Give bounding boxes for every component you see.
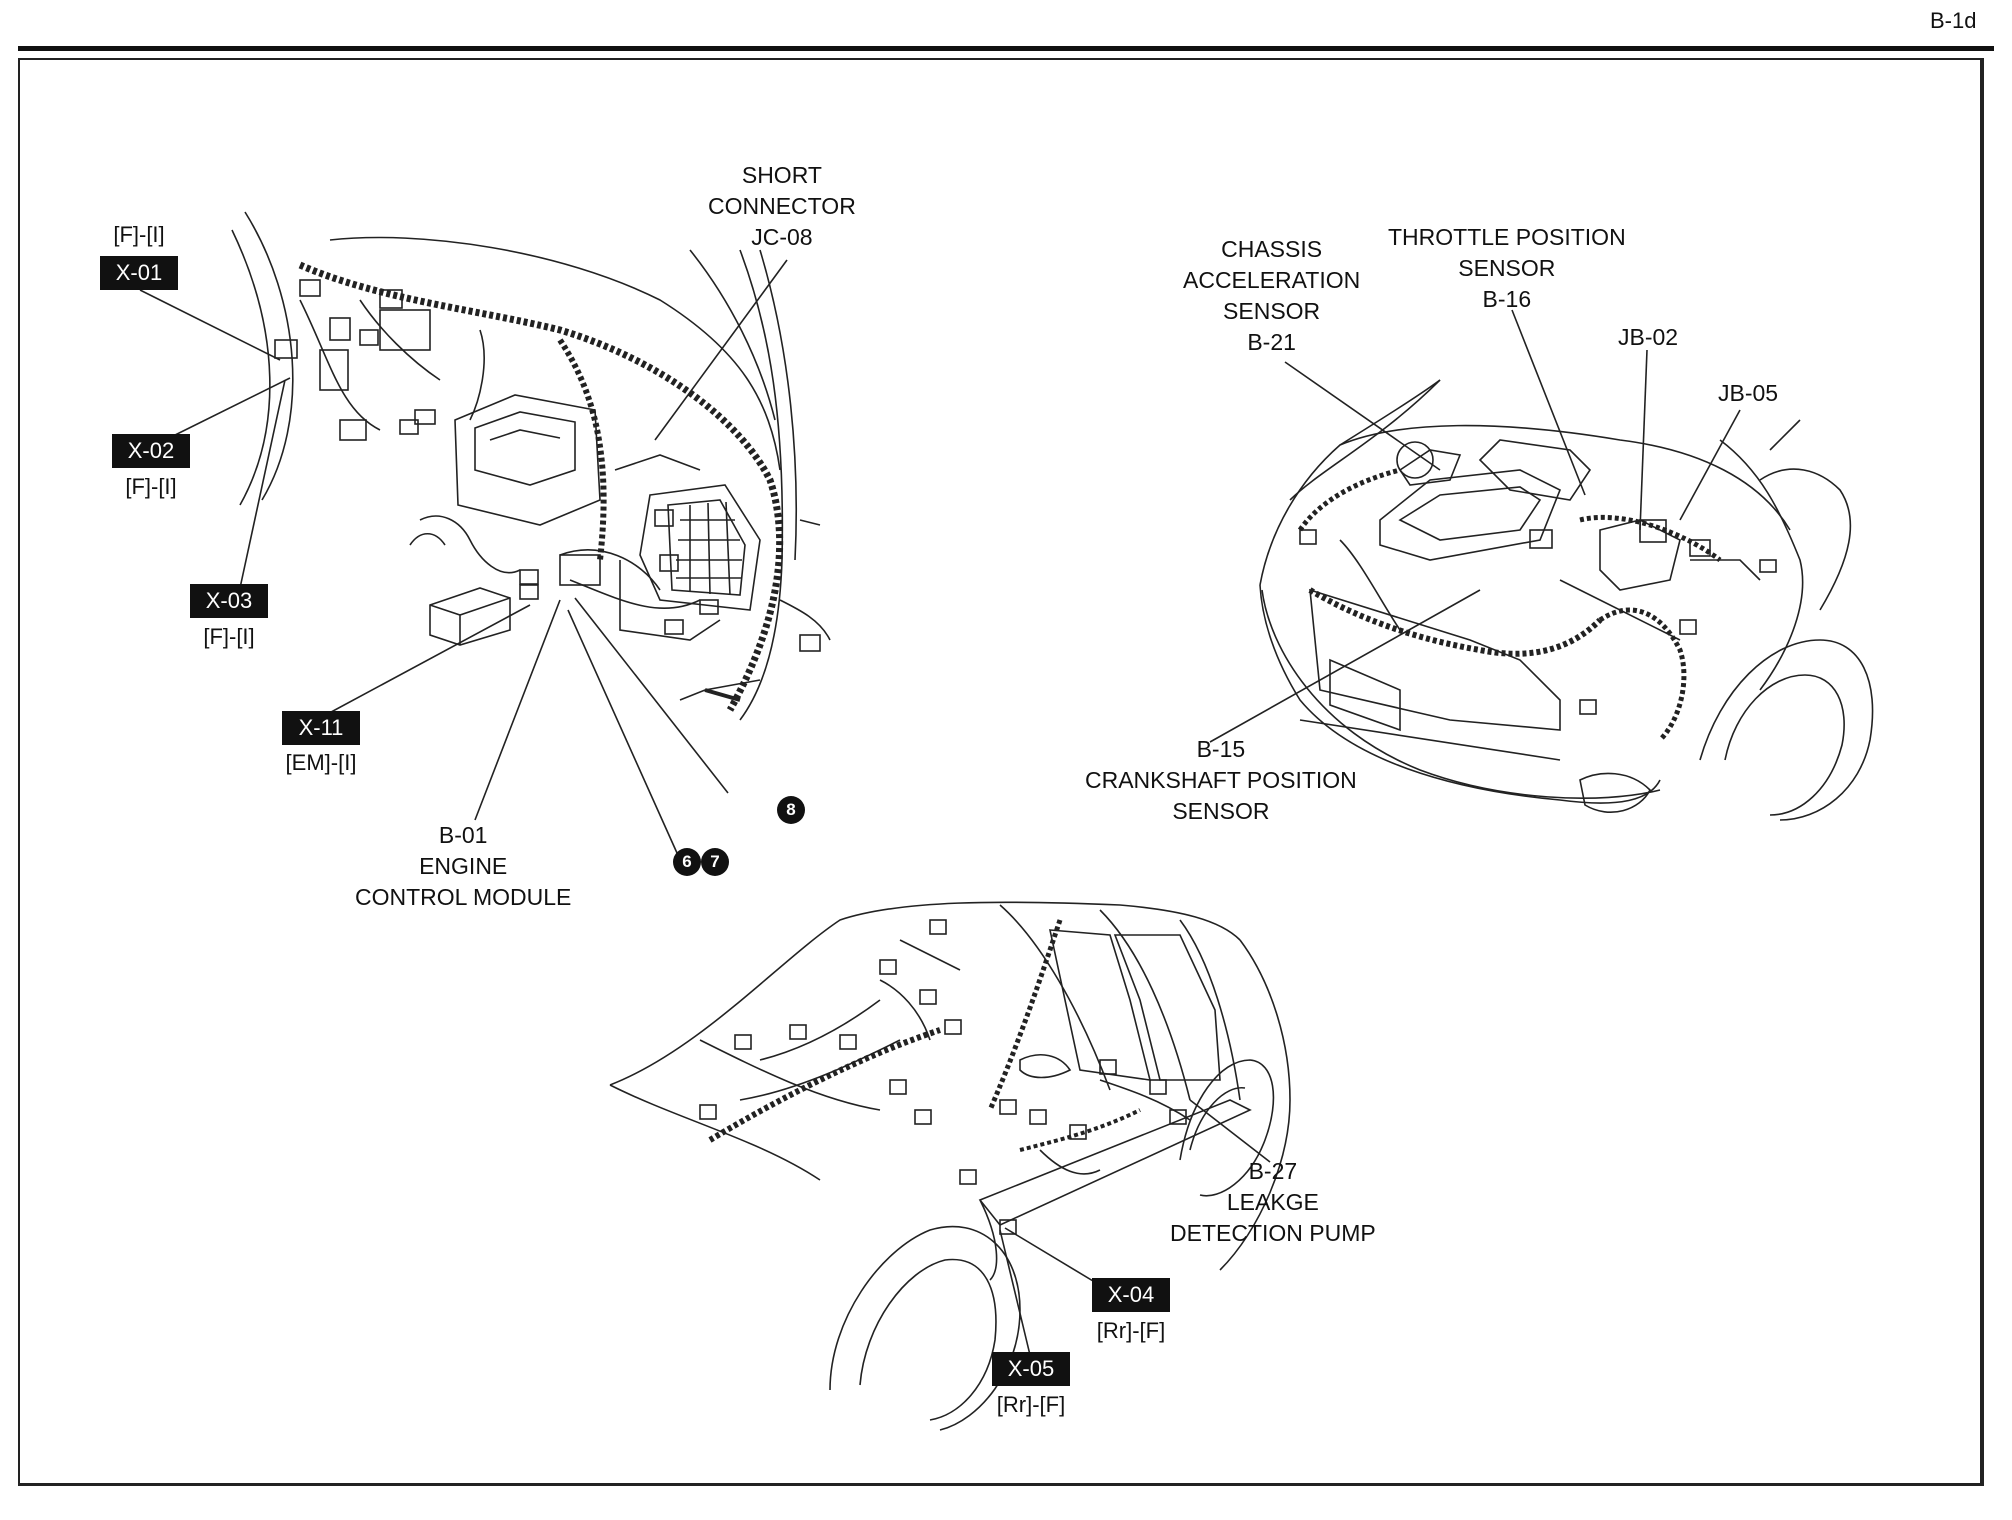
- jb05-label: JB-05: [1718, 380, 1779, 406]
- x01-tag: X-01: [100, 256, 178, 290]
- leak-detection-pump-label: B-27 LEAKGE DETECTION PUMP: [1170, 1158, 1376, 1246]
- ground-point-7: 7: [701, 848, 729, 876]
- x04-tag: X-04: [1092, 1278, 1170, 1312]
- instrument-panel-drawing: [231, 211, 831, 721]
- x01-location: [F]-[I]: [113, 222, 165, 247]
- x03-tag: X-03: [190, 584, 268, 618]
- crankshaft-position-sensor-label: B-15 CRANKSHAFT POSITION SENSOR: [1085, 736, 1357, 824]
- jb02-label: JB-02: [1618, 324, 1679, 350]
- x02-tag: X-02: [112, 434, 190, 468]
- diagram-frame: [18, 58, 1984, 1486]
- page-code: B-1d: [1930, 8, 1977, 33]
- x04-location: [Rr]-[F]: [1096, 1318, 1166, 1343]
- short-connector-label: SHORT CONNECTOR JC-08: [708, 162, 856, 250]
- x11-location: [EM]-[I]: [285, 750, 357, 775]
- body-drawing: [609, 901, 1291, 1431]
- ground-point-8: 8: [777, 796, 805, 824]
- leader-lines: [139, 259, 1741, 1356]
- ground-point-6: 6: [673, 848, 701, 876]
- x02-location: [F]-[I]: [125, 474, 177, 499]
- chassis-acceleration-sensor-label: CHASSIS ACCELERATION SENSOR B-21: [1183, 236, 1361, 355]
- x03-location: [F]-[I]: [203, 624, 255, 649]
- engine-compartment-drawing: [1259, 379, 1874, 821]
- x05-tag: X-05: [992, 1352, 1070, 1386]
- x11-tag: X-11: [282, 711, 360, 745]
- throttle-position-sensor-label: THROTTLE POSITION SENSOR B-16: [1388, 224, 1626, 312]
- top-rule: [18, 46, 1994, 51]
- x05-location: [Rr]-[F]: [996, 1392, 1066, 1417]
- ecm-label: B-01 ENGINE CONTROL MODULE: [355, 822, 572, 910]
